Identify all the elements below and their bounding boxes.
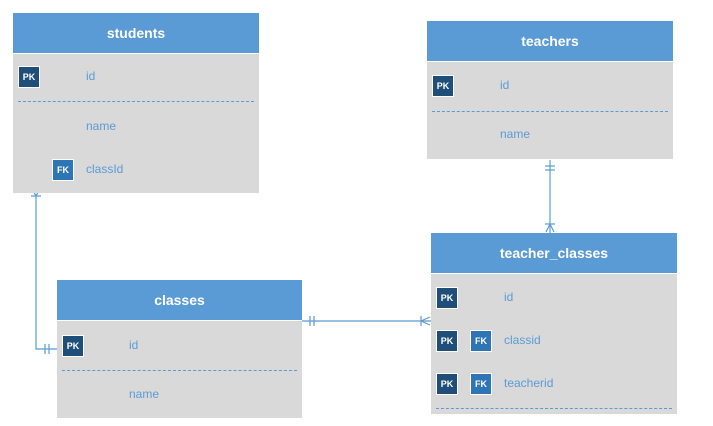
table-students[interactable]: students PK id name FK classId [13, 13, 259, 193]
field-name: id [504, 290, 514, 304]
connector-students-classes [31, 188, 57, 354]
connector-classes-teacher-classes [302, 316, 431, 326]
pk-badge: PK [436, 373, 458, 395]
table-teacher-classes-title: teacher_classes [431, 233, 677, 274]
table-classes-title: classes [57, 280, 302, 321]
field-name: id [129, 338, 139, 352]
table-teacher-classes[interactable]: teacher_classes PK id PK FK classid PK F… [431, 233, 677, 414]
field-row-teachers-name[interactable]: name [427, 121, 673, 149]
field-row-teacher-classes-classid[interactable]: PK FK classid [431, 327, 677, 355]
fk-badge: FK [470, 373, 492, 395]
field-row-classes-name[interactable]: name [57, 381, 302, 409]
table-classes[interactable]: classes PK id name [57, 280, 302, 418]
field-name: classId [86, 162, 124, 176]
pk-badge: PK [436, 330, 458, 352]
field-name: name [86, 119, 117, 133]
pk-separator [432, 111, 668, 112]
field-row-students-id[interactable]: PK id [13, 63, 259, 91]
fk-badge: FK [52, 159, 74, 181]
field-row-teacher-classes-id[interactable]: PK id [431, 284, 677, 312]
field-row-classes-id[interactable]: PK id [57, 332, 302, 360]
pk-badge: PK [18, 66, 40, 88]
fk-badge: FK [470, 330, 492, 352]
field-row-students-classid[interactable]: FK classId [13, 156, 259, 184]
table-teachers[interactable]: teachers PK id name [427, 21, 673, 159]
pk-badge: PK [432, 75, 454, 97]
field-name: id [86, 69, 96, 83]
field-name: name [500, 127, 531, 141]
field-row-students-name[interactable]: name [13, 113, 259, 141]
table-students-title: students [13, 13, 259, 54]
table-teachers-title: teachers [427, 21, 673, 62]
pk-separator [62, 370, 297, 371]
pk-separator [18, 101, 254, 102]
connector-teachers-teacher-classes [545, 160, 555, 233]
field-name: teacherid [504, 376, 554, 390]
field-name: id [500, 78, 510, 92]
field-name: name [129, 387, 160, 401]
pk-separator [436, 408, 672, 409]
pk-badge: PK [436, 287, 458, 309]
field-row-teachers-id[interactable]: PK id [427, 72, 673, 100]
field-name: classid [504, 333, 541, 347]
pk-badge: PK [62, 335, 84, 357]
field-row-teacher-classes-teacherid[interactable]: PK FK teacherid [431, 370, 677, 398]
